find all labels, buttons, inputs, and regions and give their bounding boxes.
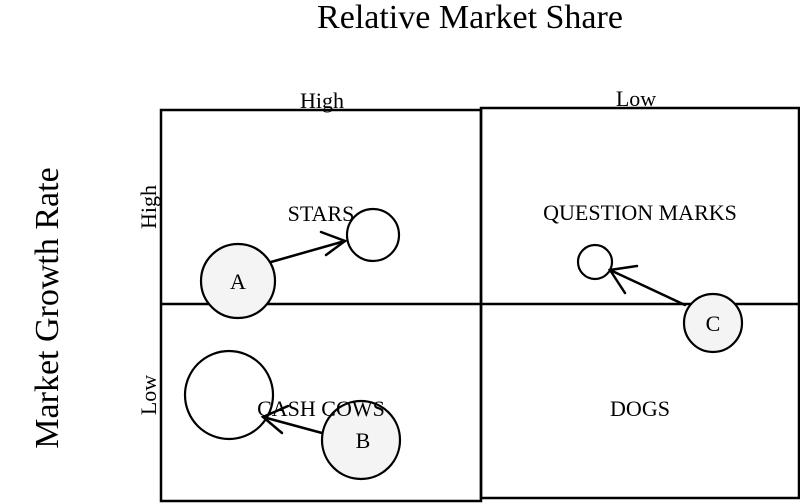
product-c-arrow [607,264,687,307]
product-a-target-circle [345,207,401,263]
product-a-arrow [269,230,348,264]
product-a-circle [199,242,277,320]
quadrant-stars-label: STARS [288,201,355,226]
x-axis-title: Relative Market Share [317,0,623,36]
product-b-target-circle [183,349,275,441]
quadrant-dogs-label: DOGS [610,396,670,421]
product-a-label: A [230,269,246,294]
quadrant-cash-cows-label: CASH COWS [257,396,385,421]
product-c-label: C [706,311,721,336]
y-axis-high-label: High [136,185,161,229]
product-c-circle [682,292,744,354]
product-c-target-circle [576,243,614,281]
product-b-label: B [356,428,371,453]
product-b-arrow [260,404,324,435]
y-axis-low-label: Low [136,375,161,415]
quadrant-question-marks-label: QUESTION MARKS [543,200,737,225]
y-axis-title: Market Growth Rate [29,167,66,448]
product-b-circle [320,399,402,481]
